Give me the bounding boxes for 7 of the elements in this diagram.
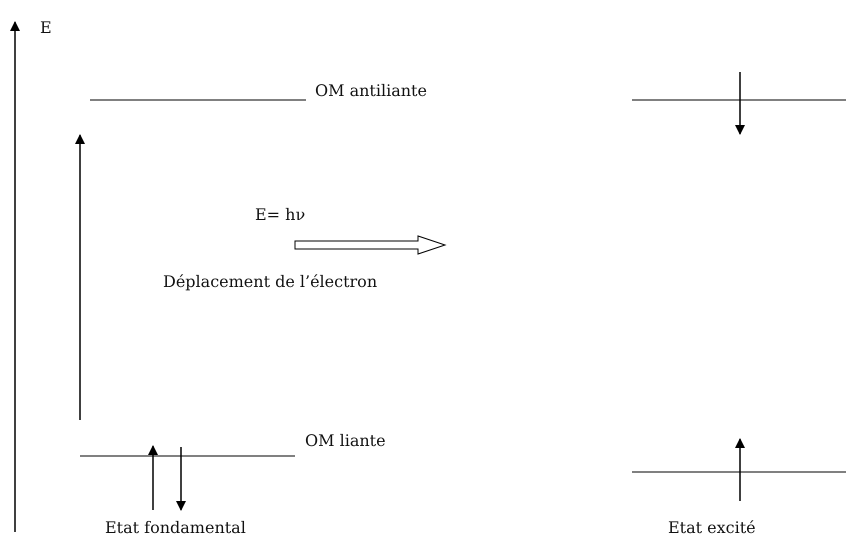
energy-equation: E= hν <box>255 207 306 223</box>
state-label: Etat excité <box>668 520 756 536</box>
level-label: OM liante <box>305 433 386 449</box>
level-label: OM antiliante <box>315 83 427 99</box>
process-label: Déplacement de l’électron <box>163 274 378 290</box>
state-label: Etat fondamental <box>105 520 246 536</box>
axis-label: E <box>40 20 52 36</box>
